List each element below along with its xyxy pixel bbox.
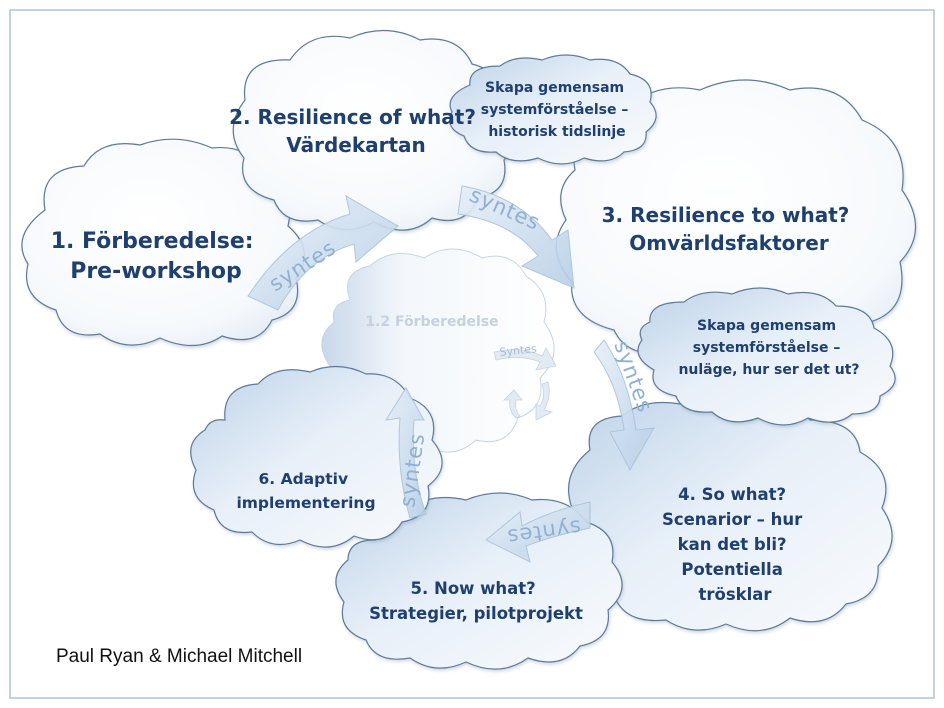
cloud-step-1 [21, 138, 305, 347]
present-state-text: Skapa gemensam systemförståelse – nuläge… [678, 318, 859, 378]
author-credit: Paul Ryan & Michael Mitchell [56, 646, 302, 667]
step-5-title: 5. Now what? Strategier, pilotprojekt [369, 579, 583, 623]
step-3-title: 3. Resilience to what? Omvärldsfaktorer [602, 203, 857, 255]
cloud-step-3 [555, 79, 917, 364]
inner-syntes-arrows: Syntes [493, 342, 557, 421]
inner-cloud-title: 1.2 Förberedelse [365, 314, 498, 330]
step-1-title: 1. Förberedelse: Pre-workshop [51, 229, 262, 284]
syntes-arrow-4-to-5: syntes [485, 501, 591, 563]
history-timeline-text: Skapa gemensam systemförståelse – histor… [481, 80, 634, 140]
step-6-title: 6. Adaptiv implementering [236, 470, 375, 512]
step-4-title: 4. So what? Scenarior – hur kan det bli?… [662, 485, 808, 604]
cloud-history-timeline [449, 54, 657, 165]
cloud-step-2 [232, 29, 516, 231]
inner-syntes-label: Syntes [499, 342, 538, 359]
step-2-title: 2. Resilience of what? Värdekartan [229, 105, 483, 157]
cloud-present-state [637, 287, 896, 426]
cloud-step-6 [190, 365, 443, 548]
